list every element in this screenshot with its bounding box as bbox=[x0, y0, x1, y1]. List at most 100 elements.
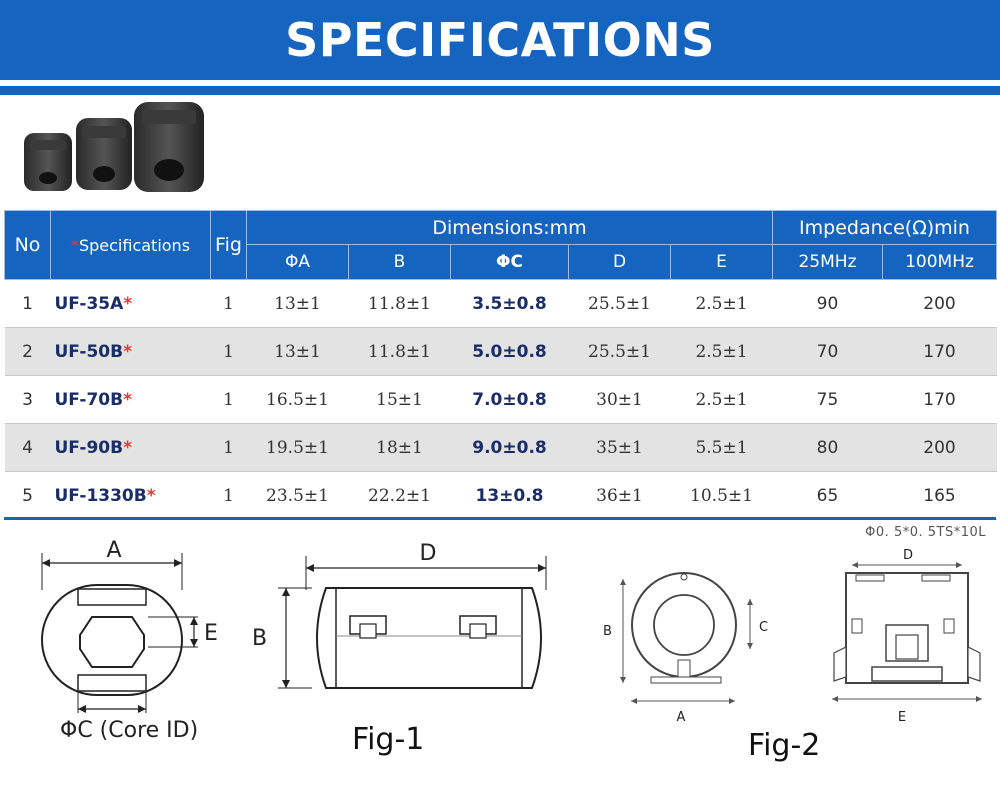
model-name: UF-35A bbox=[54, 293, 124, 314]
col-header-phi-a: ΦA bbox=[246, 244, 349, 280]
cell-phi-a: 23.5±1 bbox=[246, 471, 349, 520]
table-row: 5 UF-1330B* 1 23.5±1 22.2±1 13±0.8 36±1 … bbox=[4, 471, 997, 520]
fig2-clip-view: D E bbox=[822, 545, 992, 730]
fig2-label-a: A bbox=[677, 710, 686, 725]
cell-phi-c: 9.0±0.8 bbox=[450, 423, 569, 472]
cell-fig: 1 bbox=[210, 327, 247, 376]
cell-model: UF-90B* bbox=[50, 423, 211, 472]
col-header-d: D bbox=[568, 244, 671, 280]
col-group-impedance: Impedance(Ω)min bbox=[771, 210, 998, 245]
cell-b: 11.8±1 bbox=[348, 279, 451, 328]
cell-model: UF-1330B* bbox=[50, 471, 211, 520]
cell-phi-c: 7.0±0.8 bbox=[450, 375, 569, 424]
fig2-label-b: B bbox=[603, 624, 612, 639]
cell-25mhz: 75 bbox=[772, 375, 883, 424]
cell-d: 25.5±1 bbox=[568, 327, 671, 376]
cell-model: UF-70B* bbox=[50, 375, 211, 424]
table-row: 3 UF-70B* 1 16.5±1 15±1 7.0±0.8 30±1 2.5… bbox=[4, 375, 997, 424]
cell-e: 2.5±1 bbox=[670, 375, 773, 424]
model-name: UF-50B bbox=[54, 341, 124, 362]
cell-fig: 1 bbox=[210, 423, 247, 472]
fig1-end-view: A E bbox=[30, 535, 250, 735]
col-header-100mhz: 100MHz bbox=[881, 244, 998, 280]
cell-e: 2.5±1 bbox=[670, 279, 773, 328]
cell-phi-c: 3.5±0.8 bbox=[450, 279, 569, 328]
cell-b: 11.8±1 bbox=[348, 327, 451, 376]
page-title: SPECIFICATIONS bbox=[285, 13, 715, 67]
cell-d: 36±1 bbox=[568, 471, 671, 520]
col-header-specifications: *Specifications bbox=[50, 210, 211, 280]
cell-b: 15±1 bbox=[348, 375, 451, 424]
cell-no: 1 bbox=[4, 279, 51, 328]
col-header-b: B bbox=[348, 244, 451, 280]
cell-phi-a: 16.5±1 bbox=[246, 375, 349, 424]
fig2-round-core: B C A bbox=[595, 565, 785, 735]
fig2-label-c: C bbox=[759, 620, 768, 635]
cell-100mhz: 200 bbox=[882, 279, 997, 328]
cell-e: 2.5±1 bbox=[670, 327, 773, 376]
cell-100mhz: 200 bbox=[882, 423, 997, 472]
fig1-caption: Fig-1 bbox=[352, 722, 425, 757]
fig1-side-view: D B bbox=[250, 540, 560, 700]
cell-fig: 1 bbox=[210, 471, 247, 520]
asterisk-mark: * bbox=[70, 235, 79, 255]
cell-b: 18±1 bbox=[348, 423, 451, 472]
cell-model: UF-50B* bbox=[50, 327, 211, 376]
col-header-25mhz: 25MHz bbox=[772, 244, 883, 280]
model-name: UF-90B bbox=[54, 437, 124, 458]
cell-25mhz: 80 bbox=[772, 423, 883, 472]
model-name: UF-70B bbox=[54, 389, 124, 410]
header-divider bbox=[0, 86, 1000, 95]
model-mark: * bbox=[123, 341, 132, 362]
cell-no: 2 bbox=[4, 327, 51, 376]
col-group-dimensions: Dimensions:mm bbox=[246, 210, 773, 245]
cell-no: 3 bbox=[4, 375, 51, 424]
cell-fig: 1 bbox=[210, 375, 247, 424]
fig2-label-e: E bbox=[898, 710, 906, 725]
fig2-label-d: D bbox=[903, 548, 913, 563]
table-bottom-rule bbox=[4, 517, 996, 520]
cell-phi-a: 13±1 bbox=[246, 279, 349, 328]
model-mark: * bbox=[123, 389, 132, 410]
table-row: 4 UF-90B* 1 19.5±1 18±1 9.0±0.8 35±1 5.5… bbox=[4, 423, 997, 472]
col-header-fig: Fig bbox=[210, 210, 247, 280]
table-row: 2 UF-50B* 1 13±1 11.8±1 5.0±0.8 25.5±1 2… bbox=[4, 327, 997, 376]
cell-fig: 1 bbox=[210, 279, 247, 328]
cell-d: 30±1 bbox=[568, 375, 671, 424]
product-photo bbox=[18, 98, 208, 194]
fig1-label-a: A bbox=[106, 538, 121, 563]
col-header-e: E bbox=[670, 244, 773, 280]
cell-25mhz: 65 bbox=[772, 471, 883, 520]
col-header-no: No bbox=[4, 210, 51, 280]
fig1-label-e: E bbox=[204, 621, 218, 646]
cell-e: 10.5±1 bbox=[670, 471, 773, 520]
model-mark: * bbox=[123, 293, 133, 314]
cell-phi-c: 5.0±0.8 bbox=[450, 327, 569, 376]
fig1-core-id-label: ΦC (Core ID) bbox=[60, 718, 199, 743]
col-header-specifications-label: Specifications bbox=[78, 235, 191, 255]
cell-phi-a: 19.5±1 bbox=[246, 423, 349, 472]
model-mark: * bbox=[123, 437, 132, 458]
table-row: 1 UF-35A* 1 13±1 11.8±1 3.5±0.8 25.5±1 2… bbox=[4, 279, 997, 328]
col-header-phi-c: ΦC bbox=[450, 244, 569, 280]
fig2-caption: Fig-2 bbox=[748, 728, 821, 763]
cell-no: 4 bbox=[4, 423, 51, 472]
cell-100mhz: 165 bbox=[882, 471, 997, 520]
cell-d: 25.5±1 bbox=[568, 279, 671, 328]
model-mark: * bbox=[146, 485, 156, 506]
cell-b: 22.2±1 bbox=[348, 471, 451, 520]
cell-e: 5.5±1 bbox=[670, 423, 773, 472]
cell-phi-c: 13±0.8 bbox=[450, 471, 569, 520]
spec-table: No *Specifications Fig Dimensions:mm Imp… bbox=[4, 210, 998, 520]
cell-model: UF-35A* bbox=[50, 279, 211, 328]
cell-100mhz: 170 bbox=[882, 375, 997, 424]
cell-100mhz: 170 bbox=[882, 327, 997, 376]
fig1-label-b: B bbox=[252, 626, 267, 651]
fig2-note: Φ0. 5*0. 5TS*10L bbox=[865, 525, 986, 540]
fig1-label-d: D bbox=[420, 541, 437, 566]
cell-d: 35±1 bbox=[568, 423, 671, 472]
cell-no: 5 bbox=[4, 471, 51, 520]
cell-25mhz: 90 bbox=[772, 279, 883, 328]
cell-phi-a: 13±1 bbox=[246, 327, 349, 376]
header-banner: SPECIFICATIONS bbox=[0, 0, 1000, 80]
